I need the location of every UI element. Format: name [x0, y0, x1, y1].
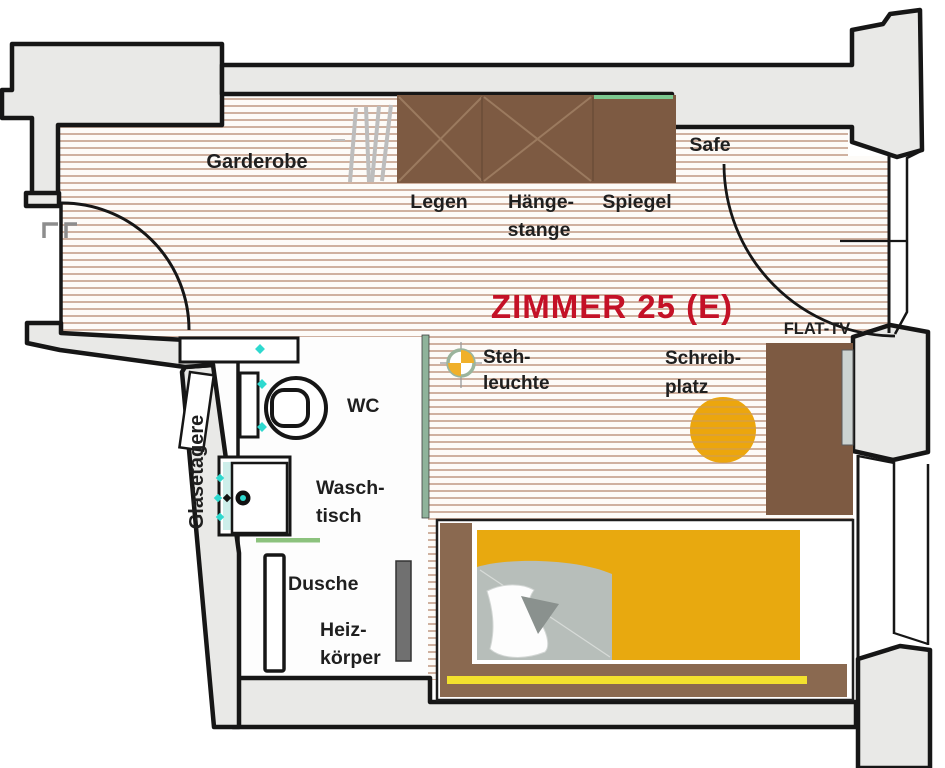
toilet — [238, 344, 328, 440]
label-wc: WC — [347, 395, 380, 417]
hanger-rail-icon — [348, 104, 393, 183]
green-accent-line — [256, 538, 320, 543]
label-stehleuchte-line2: leuchte — [483, 373, 550, 394]
label-legen: Legen — [410, 191, 467, 213]
window-bay-lower — [856, 454, 930, 658]
label-stehleuchte-line1: Steh- — [483, 347, 531, 368]
label-waschtisch-line1: Wasch- — [316, 477, 385, 499]
radiator — [395, 560, 412, 662]
bed — [435, 518, 855, 702]
wall-right-mid-block — [850, 322, 931, 463]
label-dusche: Dusche — [288, 573, 359, 595]
label-haengestange-line2: stange — [508, 219, 571, 241]
bathroom-entry-wall — [178, 336, 300, 364]
window-bay-upper — [840, 149, 922, 335]
wall-door-jamb-top — [23, 190, 62, 209]
washbasin-basin — [230, 461, 289, 535]
glass-partition — [421, 334, 430, 519]
bed-pillow — [486, 584, 549, 658]
desk-top — [766, 343, 853, 515]
washbasin — [213, 455, 292, 537]
label-heizkoerper-line2: körper — [320, 647, 381, 669]
blanket-fold-triangle — [521, 596, 559, 634]
stool-floor-texture — [690, 397, 756, 463]
plumbing-dots — [255, 344, 267, 432]
label-glasetagere: Glasetagere — [186, 415, 208, 530]
label-schreibplatz-line2: platz — [665, 377, 708, 398]
faucet-center — [240, 495, 246, 501]
flat-tv — [841, 349, 854, 446]
toilet-tank — [238, 371, 260, 439]
wall-bottom-right-block — [855, 643, 933, 768]
wardrobe — [331, 95, 676, 183]
floor-lamp-icon — [440, 342, 482, 388]
room-floor — [60, 95, 889, 680]
entrance-door-swing-arc — [60, 201, 191, 331]
label-heizkoerper-line1: Heiz- — [320, 619, 367, 641]
bed-frame-highlight — [447, 676, 807, 684]
label-spiegel: Spiegel — [602, 191, 671, 213]
room-title: ZIMMER 25 (E) — [491, 288, 733, 325]
terrace-door-swing-arc — [722, 163, 896, 338]
desk — [766, 343, 854, 515]
label-safe: Safe — [689, 134, 730, 156]
toilet-seat — [270, 388, 310, 428]
wardrobe-mirror-strip — [594, 95, 673, 99]
window-sill-tick-bottom — [893, 631, 929, 646]
plumbing-dots — [213, 473, 225, 522]
entrance-door — [42, 201, 191, 331]
shower-panel — [263, 553, 286, 673]
drain-dot — [222, 493, 232, 503]
label-schreibplatz-line1: Schreib- — [665, 348, 741, 369]
window-outer-line — [893, 149, 922, 335]
wardrobe-cross-braces — [398, 96, 592, 182]
door-hinge-icon — [42, 222, 77, 238]
wardrobe-dividers — [481, 97, 594, 181]
label-waschtisch-line2: tisch — [316, 505, 362, 527]
window-sill-tick-top — [857, 454, 895, 465]
glass-shelf — [178, 370, 216, 453]
label-haengestange-line1: Hänge- — [508, 191, 574, 213]
label-garderobe: Garderobe — [206, 151, 307, 173]
label-flat-tv: FLAT-TV — [784, 320, 851, 338]
